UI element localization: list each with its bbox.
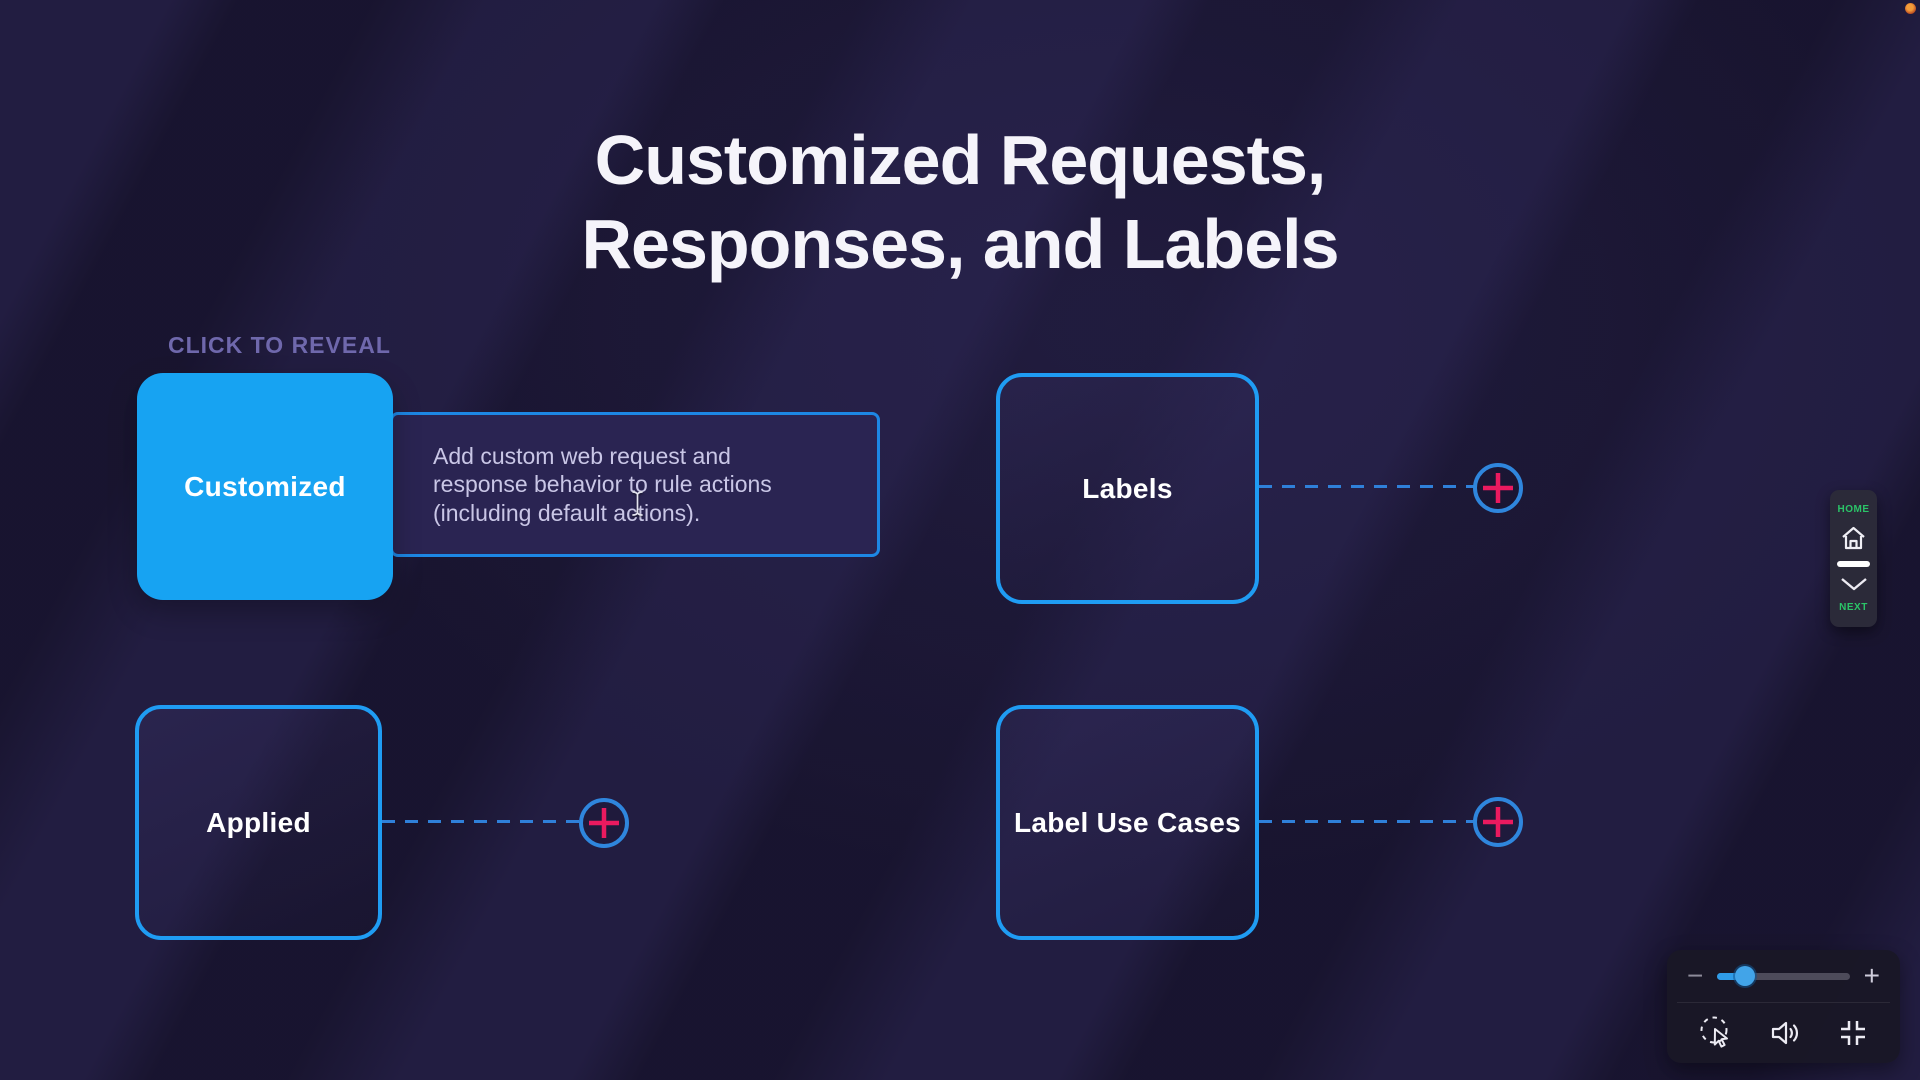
zoom-slider-thumb[interactable] (1735, 966, 1756, 986)
zoom-controls-row: − + (1667, 950, 1900, 1002)
compress-icon (1840, 1021, 1865, 1045)
click-to-reveal-label: CLICK TO REVEAL (168, 332, 391, 358)
plus-icon (1483, 473, 1513, 503)
reveal-button-applied[interactable] (579, 798, 629, 848)
connector-applied (382, 820, 582, 823)
volume-button[interactable] (1769, 1018, 1803, 1048)
reveal-button-labels[interactable] (1473, 463, 1523, 513)
reveal-text-line: response behavior to rule actions (433, 471, 772, 498)
home-label: HOME (1837, 504, 1870, 515)
recording-indicator-dot (1905, 3, 1916, 14)
card-customized[interactable]: Customized (137, 373, 393, 600)
next-label: NEXT (1839, 602, 1868, 613)
zoom-in-button[interactable]: + (1863, 960, 1880, 991)
nav-divider-bar (1837, 561, 1870, 567)
reveal-panel-customized: Add custom web request and response beha… (390, 412, 880, 557)
pointer-tool-icon (1700, 1016, 1729, 1048)
reveal-text-line: Add custom web request and (433, 442, 731, 469)
card-labels-label: Labels (1082, 472, 1173, 504)
connector-labels (1259, 485, 1475, 488)
card-label-use-cases-label: Label Use Cases (1013, 806, 1242, 838)
page-title-line1: Customized Requests, (594, 121, 1327, 199)
volume-icon (1772, 1021, 1799, 1045)
card-labels[interactable]: Labels (996, 373, 1259, 604)
nav-widget: HOME NEXT (1830, 490, 1877, 627)
page-title-line2: Responses, and Labels (581, 205, 1339, 283)
player-tools-row (1667, 1003, 1900, 1063)
reveal-button-label-use-cases[interactable] (1473, 797, 1523, 847)
card-applied-label: Applied (206, 806, 311, 838)
pointer-tool-button[interactable] (1697, 1013, 1737, 1053)
plus-icon (589, 808, 619, 838)
zoom-slider[interactable] (1717, 966, 1850, 986)
chevron-down-icon (1840, 578, 1867, 591)
card-customized-label: Customized (184, 470, 346, 502)
next-button[interactable] (1839, 577, 1869, 592)
zoom-slider-fill (1717, 973, 1746, 980)
home-button[interactable] (1840, 525, 1867, 551)
home-icon (1842, 526, 1865, 550)
card-label-use-cases[interactable]: Label Use Cases (996, 705, 1259, 940)
card-applied[interactable]: Applied (135, 705, 382, 940)
player-divider (1677, 1002, 1890, 1003)
plus-icon (1483, 807, 1513, 837)
text-cursor-ibeam (630, 490, 645, 522)
compress-button[interactable] (1836, 1016, 1870, 1050)
zoom-slider-track (1717, 973, 1850, 980)
player-controls: − + (1667, 950, 1900, 1063)
page-title: Customized Requests, Responses, and Labe… (0, 118, 1920, 286)
reveal-text-line: (including default actions). (433, 499, 701, 526)
connector-label-use-cases (1259, 820, 1475, 823)
zoom-out-button[interactable]: − (1687, 960, 1704, 991)
